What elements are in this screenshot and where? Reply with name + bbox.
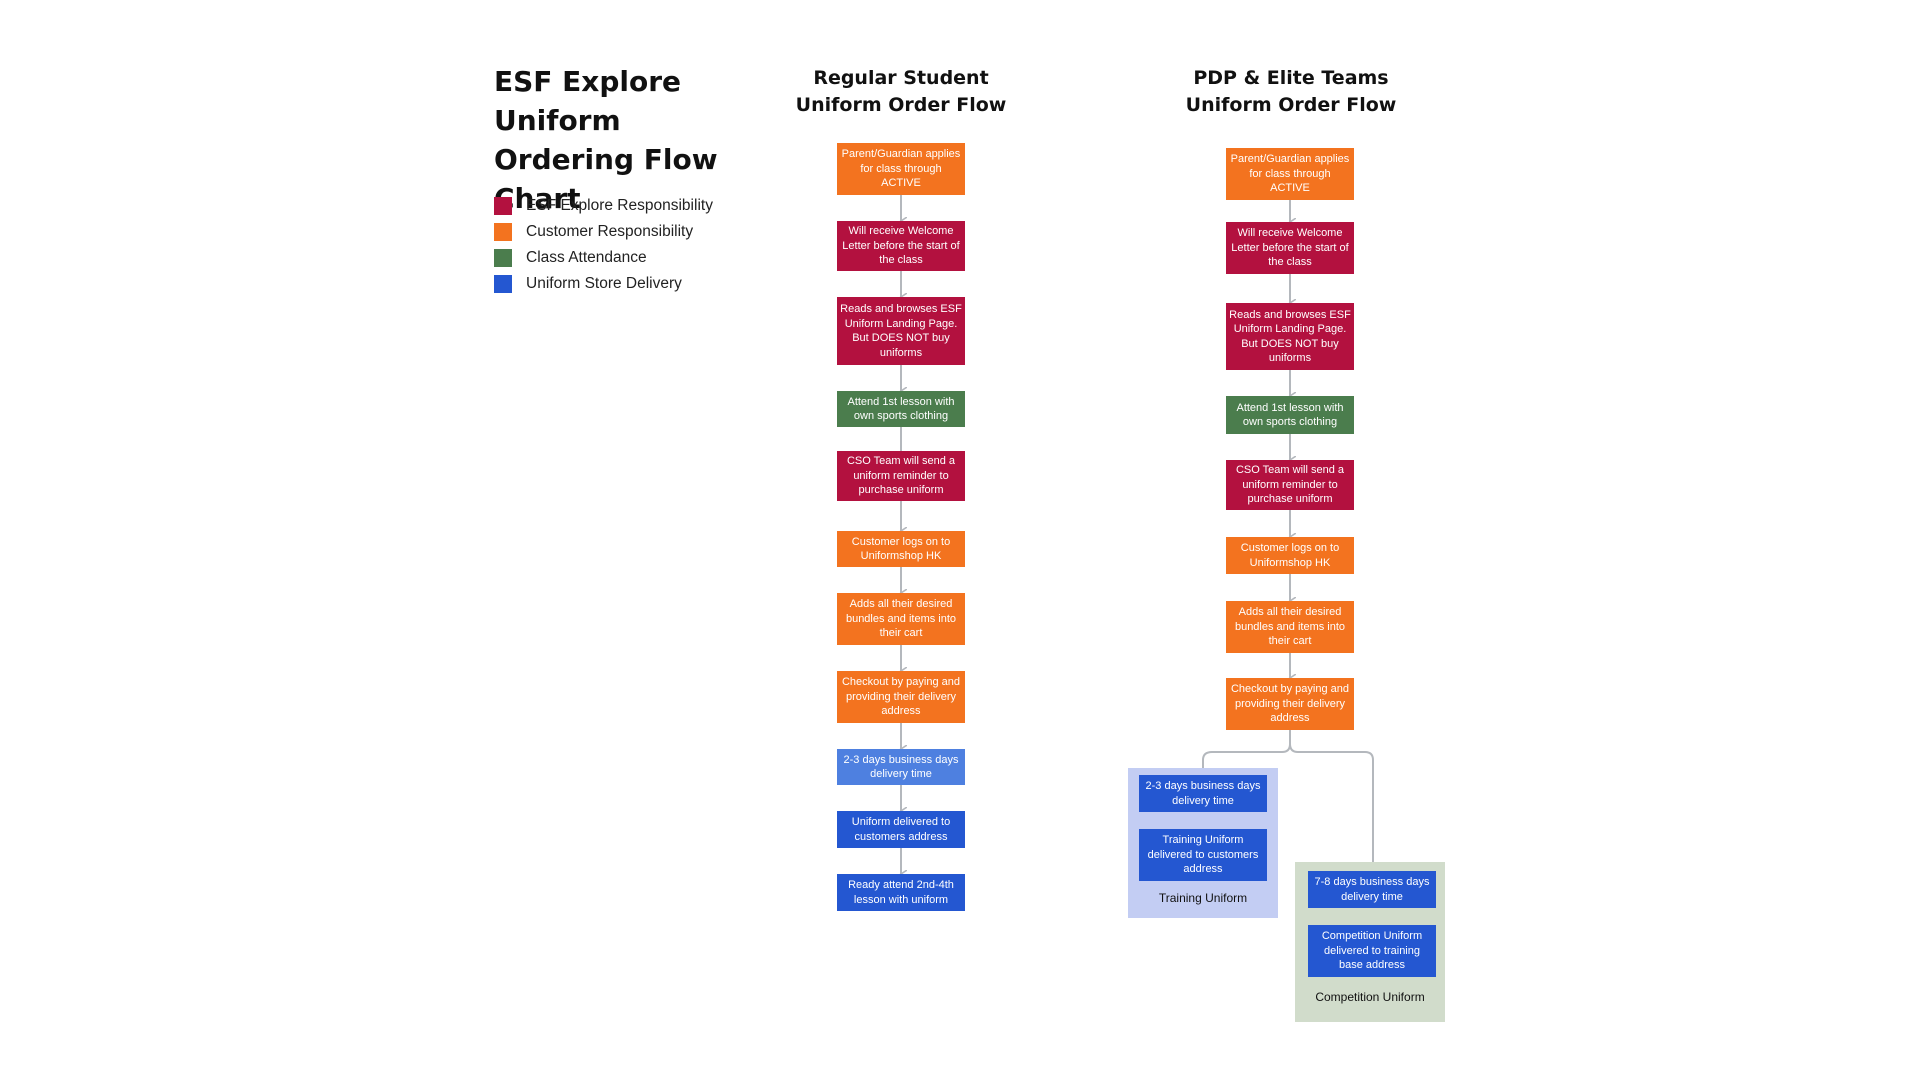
flow-step: Checkout by paying and providing their d… [837, 671, 965, 723]
legend-item-esf: ESF Explore Responsibility [494, 193, 713, 218]
legend-item-delivery: Uniform Store Delivery [494, 271, 713, 296]
competition-uniform-label: Competition Uniform [1315, 990, 1425, 1004]
flow-step: Ready attend 2nd-4th lesson with uniform [837, 874, 965, 911]
flow-step: Adds all their desired bundles and items… [1226, 601, 1354, 653]
flow-step: Parent/Guardian applies for class throug… [1226, 148, 1354, 200]
pdp-flow-title: PDP & Elite Teams Uniform Order Flow [1185, 67, 1397, 116]
flow-step: Will receive Welcome Letter before the s… [1226, 222, 1354, 274]
flow-step: 2-3 days business days delivery time [837, 749, 965, 785]
legend-swatch [494, 196, 512, 215]
flow-step: CSO Team will send a uniform reminder to… [837, 451, 965, 501]
flow-step: Uniform delivered to customers address [837, 811, 965, 848]
flow-step: Customer logs on to Uniformshop HK [1226, 537, 1354, 574]
legend-label: Class Attendance [526, 248, 647, 266]
flow-step: Reads and browses ESF Uniform Landing Pa… [837, 297, 965, 365]
flow-step: Attend 1st lesson with own sports clothi… [1226, 396, 1354, 434]
legend-label: ESF Explore Responsibility [526, 196, 713, 214]
legend-swatch [494, 274, 512, 293]
legend-label: Uniform Store Delivery [526, 274, 682, 292]
legend-item-class: Class Attendance [494, 245, 713, 270]
flow-step: Will receive Welcome Letter before the s… [837, 221, 965, 271]
flow-step: Reads and browses ESF Uniform Landing Pa… [1226, 303, 1354, 370]
regular-flow-title: Regular Student Uniform Order Flow [795, 67, 1007, 116]
flow-step: 7-8 days business days delivery time [1308, 871, 1436, 908]
legend: ESF Explore Responsibility Customer Resp… [494, 193, 713, 297]
legend-swatch [494, 222, 512, 241]
flow-step: Attend 1st lesson with own sports clothi… [837, 391, 965, 427]
chart-title: ESF Explore Uniform Ordering Flow Chart [494, 65, 718, 215]
flow-step: Competition Uniform delivered to trainin… [1308, 925, 1436, 977]
flow-step: CSO Team will send a uniform reminder to… [1226, 460, 1354, 510]
legend-swatch [494, 248, 512, 267]
flow-step: Customer logs on to Uniformshop HK [837, 531, 965, 567]
flow-step: Parent/Guardian applies for class throug… [837, 143, 965, 195]
flow-step: Checkout by paying and providing their d… [1226, 678, 1354, 730]
flow-step: Adds all their desired bundles and items… [837, 593, 965, 645]
flow-step: 2-3 days business days delivery time [1139, 775, 1267, 812]
training-uniform-label: Training Uniform [1158, 891, 1248, 905]
legend-item-customer: Customer Responsibility [494, 219, 713, 244]
flow-step: Training Uniform delivered to customers … [1139, 829, 1267, 881]
legend-label: Customer Responsibility [526, 222, 694, 240]
